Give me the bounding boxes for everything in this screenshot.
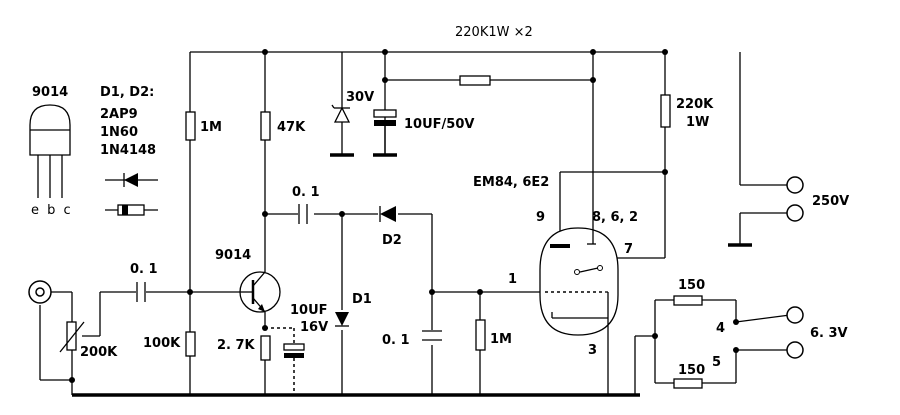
label-6.3v: 6. 3V: [810, 326, 848, 341]
label-pin7: 7: [624, 242, 633, 257]
resistor-1m-grid: [475, 319, 486, 351]
resistors: [59, 75, 703, 389]
emitter-bypass-dashed: [265, 327, 295, 392]
label-220k-x2: 220K1W ×2: [455, 25, 533, 40]
terminal-6v3-b: [786, 341, 804, 359]
label-150-top: 150: [678, 278, 705, 293]
label-diode-type-3: 1N4148: [100, 143, 156, 158]
transistor-9014: [239, 271, 281, 313]
label-47k: 47K: [277, 120, 306, 135]
label-pin4: 4: [716, 321, 725, 336]
label-2.7k: 2. 7K: [217, 338, 256, 353]
label-diode-title: D1, D2:: [100, 85, 154, 100]
label-diode-type-1: 2AP9: [100, 107, 138, 122]
label-cap-output: 0. 1: [382, 333, 410, 348]
label-diode-type-2: 1N60: [100, 125, 138, 140]
diode-d2: [379, 206, 396, 222]
terminal-250v-b: [786, 204, 804, 222]
label-250v: 250V: [812, 194, 849, 209]
resistor-100k: [185, 331, 196, 357]
resistor-47k: [260, 111, 271, 141]
label-pin5: 5: [712, 355, 721, 370]
resistor-2.7k: [260, 335, 271, 361]
capacitor-coupling: [298, 204, 308, 224]
potentiometer-200k: [66, 321, 77, 351]
transistor-pinout-drawing: [29, 104, 71, 198]
resistor-220k-parallel: [459, 75, 491, 86]
label-1m-grid: 1M: [490, 332, 512, 347]
label-transistor-name: 9014: [32, 85, 68, 100]
label-30v: 30V: [346, 90, 374, 105]
label-100k: 100K: [143, 336, 181, 351]
zener-30v: [331, 104, 351, 123]
label-cap-input: 0. 1: [130, 262, 158, 277]
label-10uf-50v: 10UF/50V: [404, 117, 474, 132]
capacitors: [136, 109, 442, 358]
resistor-220k-1w: [660, 94, 671, 128]
label-cap-coupling: 0. 1: [292, 185, 320, 200]
label-pin9: 9: [536, 210, 545, 225]
label-pin3: 3: [588, 343, 597, 358]
capacitor-filter: [373, 109, 397, 155]
junction-dots: [69, 49, 739, 383]
terminal-250v-a: [786, 176, 804, 194]
capacitor-input: [136, 282, 146, 302]
label-d1: D1: [352, 292, 372, 307]
label-200k: 200K: [80, 345, 118, 360]
resistor-1m-bias: [185, 111, 196, 141]
label-1m-bias: 1M: [200, 120, 222, 135]
capacitor-10uf: [283, 343, 305, 358]
terminal-6v3-a: [786, 306, 804, 324]
resistor-150-top: [673, 295, 703, 306]
label-transistor-pins: e b c: [31, 203, 73, 218]
labels: 220K1W ×2 30V 10UF/50V 220K 1W 1M 47K 0.…: [31, 25, 849, 378]
ground-symbols: [330, 153, 752, 247]
label-q-9014: 9014: [215, 248, 251, 263]
tube-em84: [539, 227, 619, 336]
capacitor-output: [422, 330, 442, 341]
diode-d1: [335, 312, 349, 327]
label-tube: EM84, 6E2: [473, 175, 549, 190]
label-pin862: 8, 6, 2: [592, 210, 638, 225]
label-10uf: 10UF: [290, 303, 328, 318]
diode-symbol-legend: [105, 173, 158, 216]
label-220k: 220K: [676, 97, 714, 112]
label-1w: 1W: [686, 115, 709, 130]
label-d2: D2: [382, 233, 402, 248]
resistor-150-bottom: [673, 378, 703, 389]
terminals: [28, 176, 804, 359]
label-16v: 16V: [300, 320, 328, 335]
potentiometer-arrow: [59, 321, 85, 353]
label-pin1: 1: [508, 272, 517, 287]
label-150-bottom: 150: [678, 363, 705, 378]
